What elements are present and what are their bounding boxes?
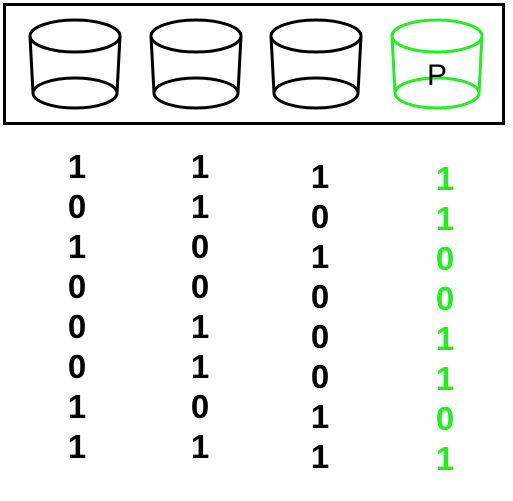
- disk-0-bottom: [31, 76, 119, 110]
- disk-2: [269, 18, 363, 110]
- bit-2-1: 0: [310, 198, 330, 235]
- disk-2-left: [269, 35, 276, 94]
- bit-2-4: 0: [310, 318, 330, 355]
- disk-parity-left: [390, 35, 397, 94]
- disk-1: [149, 18, 243, 110]
- disk-parity: P: [390, 18, 484, 110]
- bit-1-0: 1: [190, 148, 210, 185]
- bit-1-3: 0: [190, 268, 210, 305]
- disk-1-left: [149, 35, 156, 94]
- bit-1-2: 0: [190, 228, 210, 265]
- disk-2-bottom: [272, 76, 360, 110]
- bit-1-5: 1: [190, 348, 210, 385]
- disk-2-right: [356, 35, 363, 94]
- bit-1-6: 0: [190, 388, 210, 425]
- bit-1-1: 1: [190, 188, 210, 225]
- bit-3-3: 0: [435, 280, 455, 317]
- bit-0-0: 1: [67, 148, 87, 185]
- bit-3-0: 1: [435, 160, 455, 197]
- disk-1-top: [149, 18, 243, 54]
- bit-0-1: 0: [67, 188, 87, 225]
- disk-0-left: [28, 35, 35, 94]
- bit-2-5: 0: [310, 358, 330, 395]
- bit-3-5: 1: [435, 360, 455, 397]
- bit-3-7: 1: [435, 440, 455, 477]
- bit-2-7: 1: [310, 438, 330, 475]
- disk-0-right: [115, 35, 122, 94]
- bit-0-7: 1: [67, 428, 87, 465]
- bit-0-4: 0: [67, 308, 87, 345]
- disk-0-top: [28, 18, 122, 54]
- bit-0-6: 1: [67, 388, 87, 425]
- disk-parity-top: [390, 18, 484, 54]
- bit-2-3: 0: [310, 278, 330, 315]
- disk-parity-bottom: [393, 76, 481, 110]
- bit-3-2: 0: [435, 240, 455, 277]
- bit-0-5: 0: [67, 348, 87, 385]
- disk-1-bottom: [152, 76, 240, 110]
- disk-array-frame: [3, 3, 505, 125]
- bit-3-1: 1: [435, 200, 455, 237]
- bit-0-3: 0: [67, 268, 87, 305]
- disk-2-top: [269, 18, 363, 54]
- disk-array: P: [28, 18, 484, 110]
- disk-parity-label: P: [427, 59, 447, 92]
- disk-parity-right: [477, 35, 484, 94]
- disk-1-right: [236, 35, 243, 94]
- bit-2-6: 1: [310, 398, 330, 435]
- bit-3-6: 0: [435, 400, 455, 437]
- bit-2-0: 1: [310, 158, 330, 195]
- bit-0-2: 1: [67, 228, 87, 265]
- disk-0: [28, 18, 122, 110]
- bit-2-2: 1: [310, 238, 330, 275]
- bit-1-7: 1: [190, 428, 210, 465]
- bit-3-4: 1: [435, 320, 455, 357]
- bit-1-4: 1: [190, 308, 210, 345]
